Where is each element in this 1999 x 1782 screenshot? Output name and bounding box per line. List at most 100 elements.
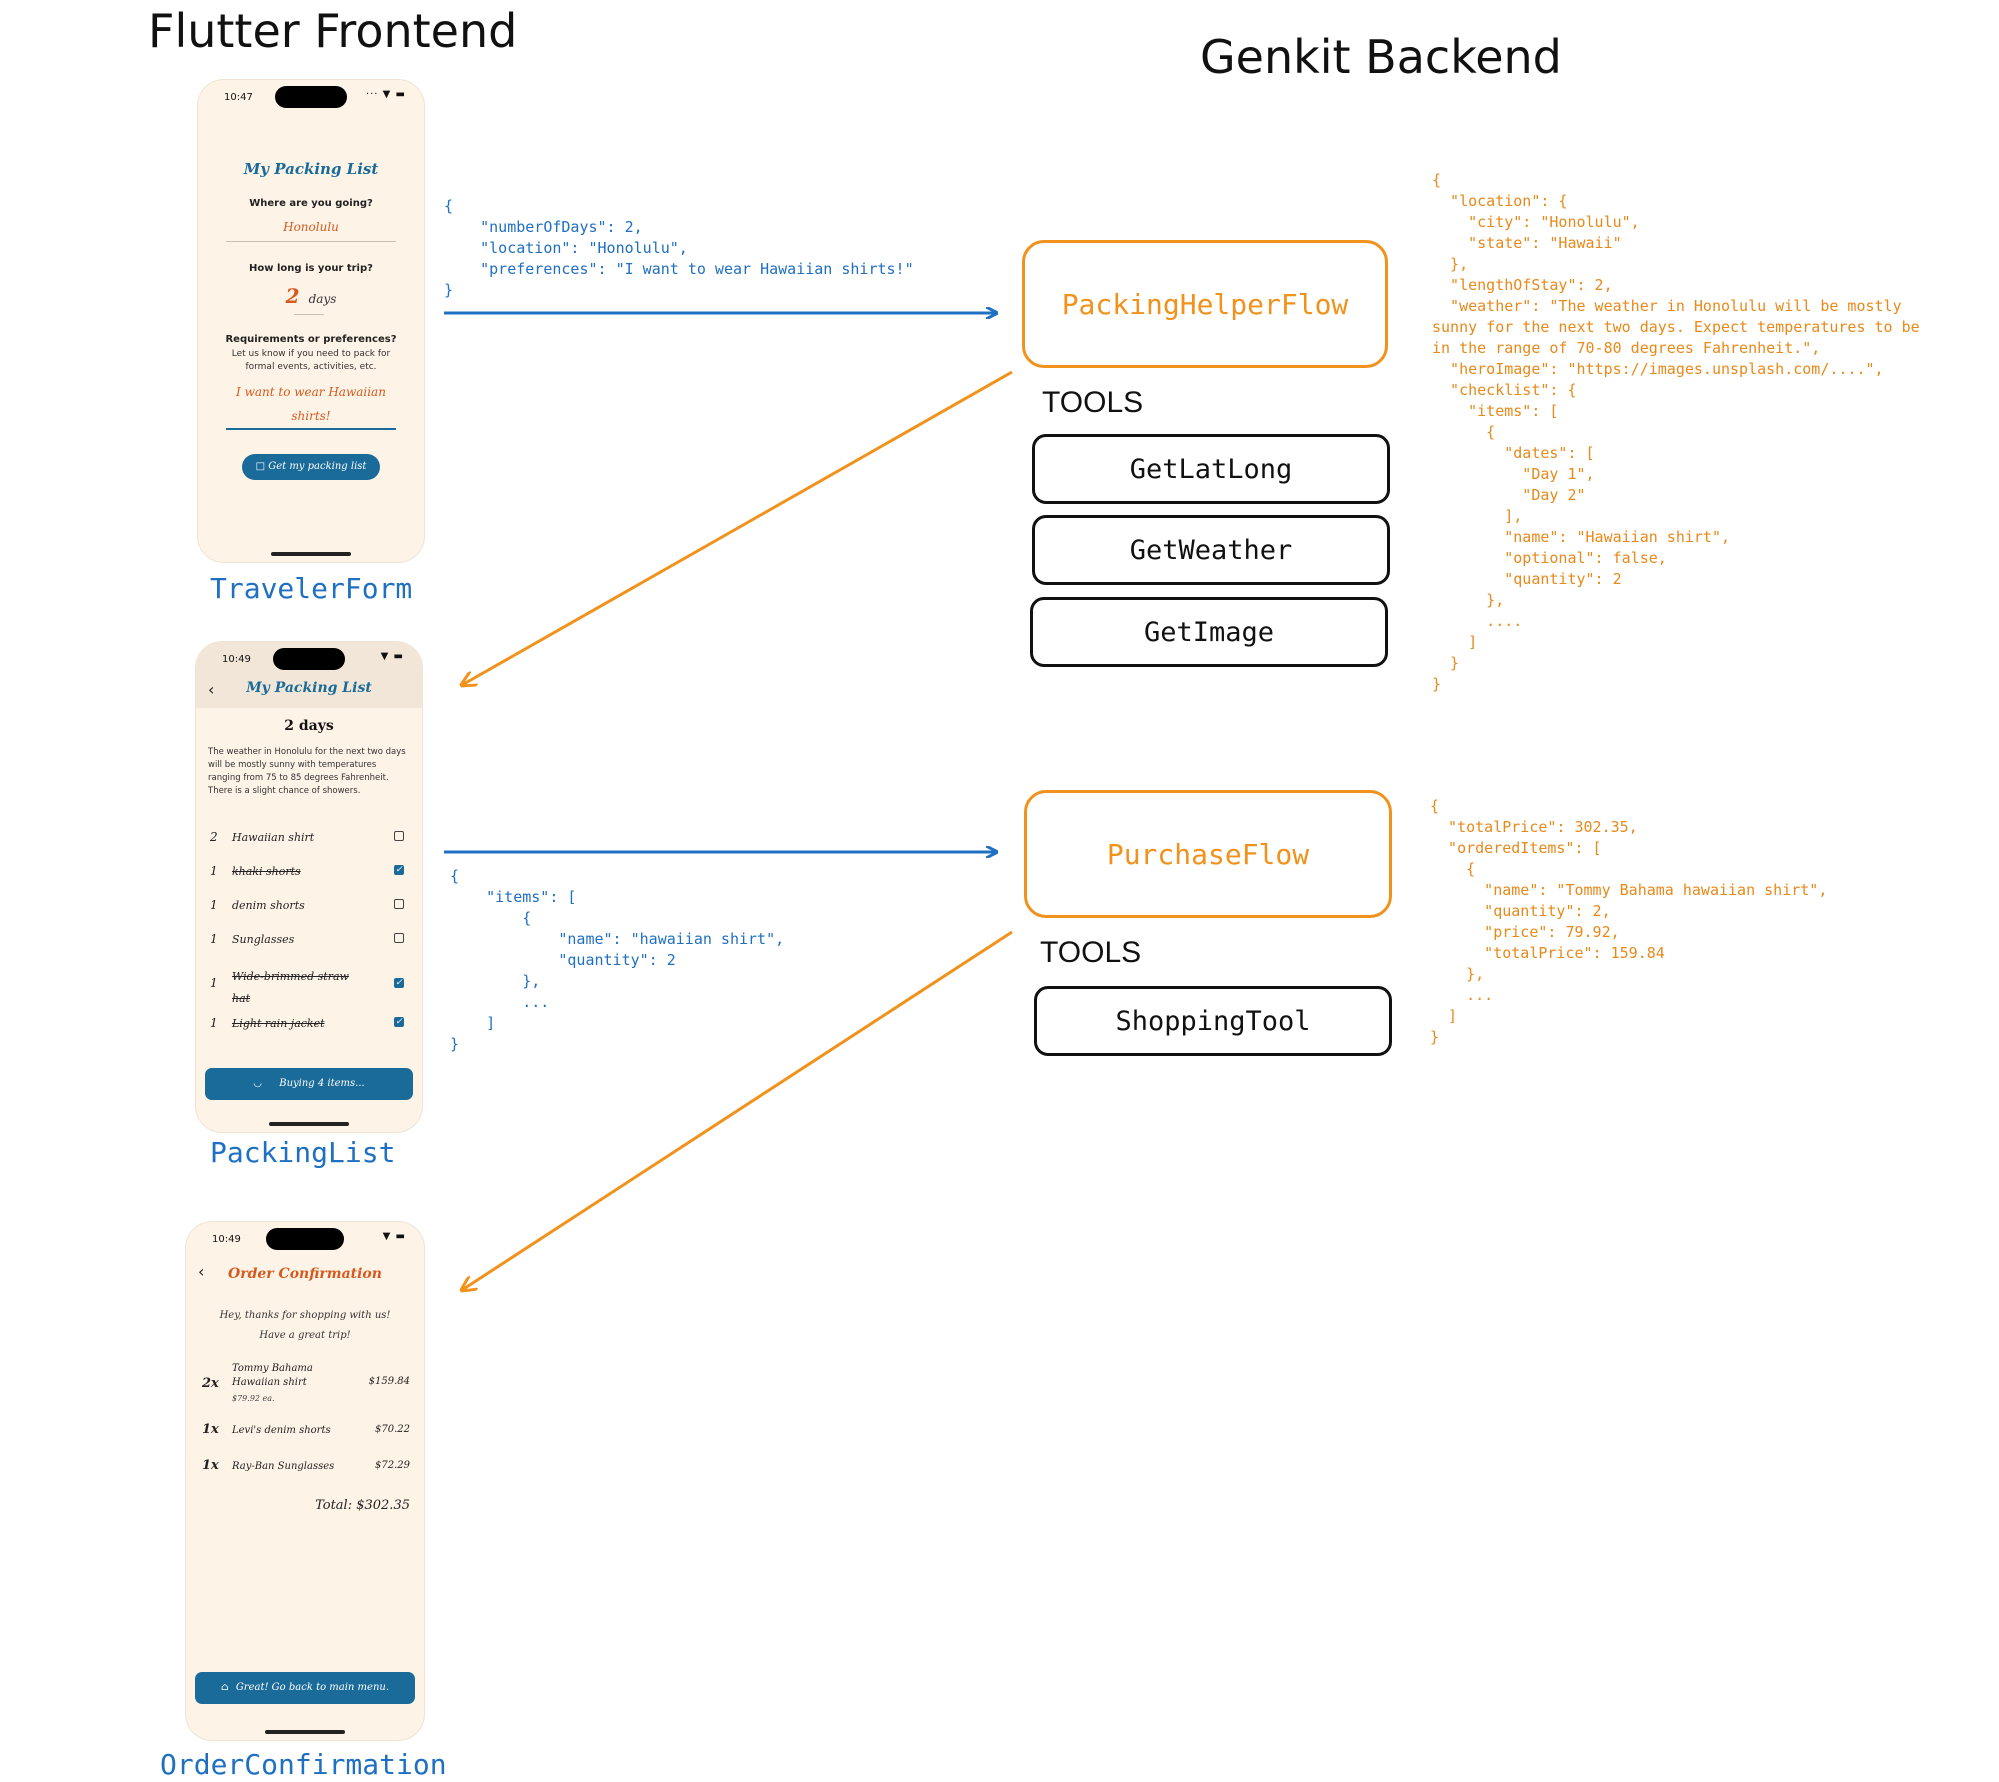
item-quantity: 2 [210,830,218,844]
spinner-icon: ◡ [253,1078,263,1089]
home-icon: ⌂ [220,1682,229,1693]
status-bar: 10:49 ▼ ▬ [186,1222,424,1262]
packing-request-json: { "numberOfDays": 2, "location": "Honolu… [444,197,914,299]
screen-title: My Packing List [243,160,379,178]
tools-label: TOOLS [1042,386,1144,419]
purchase-flow-box: PurchaseFlow [1024,790,1392,918]
item-name: Ray-Ban Sunglasses [232,1461,335,1472]
destination-field[interactable]: Honolulu [283,220,339,234]
preferences-underline [226,428,396,430]
item-quantity: 1x [202,1422,219,1437]
trip-length-field[interactable]: 2 days [198,284,424,308]
shopping-tool: ShoppingTool [1034,986,1392,1056]
days-heading: 2 days [284,718,334,734]
item-name: Sunglasses [232,933,295,946]
item-checkbox[interactable]: ✓ [394,978,404,988]
trip-length-unit: days [308,292,337,306]
screen-title: My Packing List [246,680,372,696]
back-icon[interactable]: ‹ [208,680,215,699]
purchase-response-arrow [462,930,1013,1290]
status-icons: ▼ ▬ [380,651,404,662]
screen-title: Order Confirmation [228,1266,382,1282]
get-weather-tool: GetWeather [1032,515,1390,585]
length-label: How long is your trip? [249,263,373,274]
status-time: 10:47 [224,92,253,103]
status-bar: 10:47 ··· ▼ ▬ [198,80,424,120]
item-checkbox[interactable] [394,831,404,841]
home-indicator [271,552,351,556]
clipboard-icon: □ [255,461,266,472]
status-bar: 10:49 ▼ ▬ [196,642,422,682]
requirements-help: Let us know if you need to pack for form… [231,349,391,372]
backend-heading: Genkit Backend [1200,30,1562,84]
list-item: 1x Ray-Ban Sunglasses $72.29 [202,1458,410,1480]
get-image-tool: GetImage [1030,597,1388,667]
item-checkbox[interactable]: ✓ [394,1017,404,1027]
where-label: Where are you going? [249,198,373,209]
item-quantity: 1 [210,898,218,912]
list-item[interactable]: 1 denim shorts [210,894,408,918]
back-to-menu-button[interactable]: ⌂ Great! Go back to main menu. [195,1672,415,1704]
thanks-line-2: Have a great trip! [259,1330,351,1341]
packing-list-caption: PackingList [210,1136,396,1169]
item-quantity: 2x [202,1376,219,1391]
purchase-response-json: { "totalPrice": 302.35, "orderedItems": … [1430,797,1828,1046]
status-time: 10:49 [212,1234,241,1245]
list-item[interactable]: 1 Wide-brimmed straw hat ✓ [210,964,408,1005]
order-total: Total: $302.35 [315,1498,410,1513]
item-quantity: 1 [210,932,218,946]
item-quantity: 1 [210,1016,218,1030]
item-name: khaki shorts [232,865,301,878]
traveler-form-screen: 10:47 ··· ▼ ▬ My Packing List Where are … [198,80,424,562]
item-name: denim shorts [232,899,305,912]
preferences-field[interactable]: I want to wear Hawaiian shirts! [236,385,386,423]
trip-length-underline [294,314,324,315]
requirements-label: Requirements or preferences? [225,334,397,345]
status-time: 10:49 [222,654,251,665]
item-quantity: 1x [202,1458,219,1473]
list-item[interactable]: 1 khaki shorts ✓ [210,860,408,884]
trip-length-value: 2 [285,284,300,308]
list-item[interactable]: 2 Hawaiian shirt [210,826,408,850]
item-name: Hawaiian shirt [232,831,315,844]
packing-response-json: { "location": { "city": "Honolulu", "sta… [1432,171,1920,693]
item-name: Tommy Bahama Hawaiian shirt [232,1363,313,1388]
item-quantity: 1 [210,864,218,878]
list-item: 1x Levi's denim shorts $70.22 [202,1422,410,1444]
home-indicator [269,1122,349,1126]
home-indicator [265,1730,345,1734]
back-icon[interactable]: ‹ [198,1262,205,1281]
dynamic-island [273,648,345,670]
item-price: $72.29 [375,1460,410,1471]
packing-response-arrow [462,370,1013,685]
list-item[interactable]: 1 Light rain jacket ✓ [210,1012,408,1036]
tools-label: TOOLS [1040,936,1142,969]
item-checkbox[interactable] [394,899,404,909]
dynamic-island [275,86,347,108]
item-each-price: $79.92 ea. [232,1394,275,1403]
item-checkbox[interactable]: ✓ [394,865,404,875]
item-name: Wide-brimmed straw hat [232,970,349,1005]
purchase-request-json: { "items": [ { "name": "hawaiian shirt",… [450,867,785,1053]
buy-items-label: Buying 4 items... [279,1078,365,1089]
get-packing-list-button[interactable]: □ Get my packing list [242,454,380,480]
item-checkbox[interactable] [394,933,404,943]
dynamic-island [266,1228,344,1250]
item-price: $159.84 [368,1376,410,1387]
traveler-form-caption: TravelerForm [210,572,413,605]
status-icons: ··· ▼ ▬ [365,89,406,100]
list-item[interactable]: 1 Sunglasses [210,928,408,952]
get-packing-list-label: Get my packing list [268,461,367,472]
order-confirmation-screen: 10:49 ▼ ▬ ‹ Order Confirmation Hey, than… [186,1222,424,1740]
item-name: Light rain jacket [232,1017,325,1030]
status-icons: ▼ ▬ [382,1231,406,1242]
thanks-line-1: Hey, thanks for shopping with us! [219,1310,391,1321]
packing-list-screen: 10:49 ▼ ▬ ‹ My Packing List 2 days The w… [196,642,422,1132]
buy-items-button[interactable]: ◡ Buying 4 items... [205,1068,413,1100]
get-lat-long-tool: GetLatLong [1032,434,1390,504]
frontend-heading: Flutter Frontend [148,4,518,58]
order-confirmation-caption: OrderConfirmation [160,1748,447,1781]
destination-underline [226,241,396,242]
back-to-menu-label: Great! Go back to main menu. [235,1682,390,1693]
